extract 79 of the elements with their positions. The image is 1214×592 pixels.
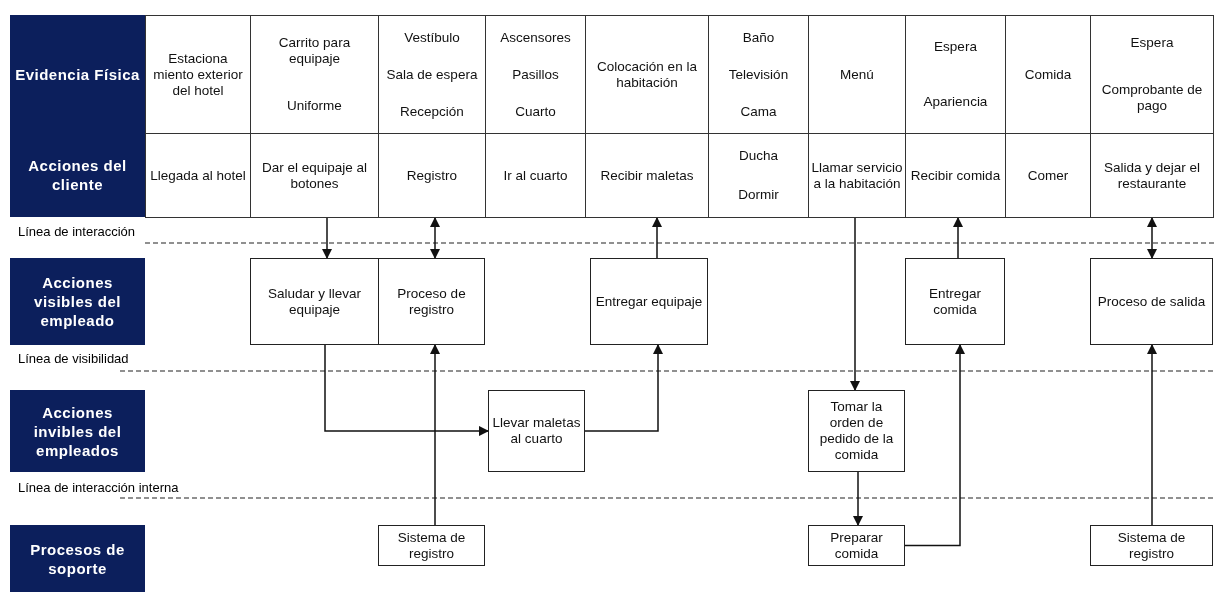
process-box xyxy=(1090,258,1213,345)
arrow xyxy=(952,216,964,259)
line-label: Línea de interacción interna xyxy=(18,480,179,495)
table-cell xyxy=(145,15,251,134)
table-cell xyxy=(1090,133,1214,218)
table-cell xyxy=(1090,15,1214,134)
arrow xyxy=(429,216,441,260)
cell-text: Llegada al hotel xyxy=(150,167,246,184)
process-box xyxy=(488,390,585,472)
cell-text: Pasillos xyxy=(512,66,559,83)
process-text: Proceso de registro xyxy=(396,285,467,318)
cell-text: Salida y dejar el restaurante xyxy=(1102,159,1202,192)
process-text: Tomar la orden de pedido de la comida xyxy=(818,399,895,463)
cell-text: Comer xyxy=(1027,167,1069,184)
process-text: Sistema de registro xyxy=(1116,529,1187,562)
table-cell xyxy=(145,133,251,218)
row-header xyxy=(10,258,145,345)
row-header xyxy=(10,390,145,472)
cell-text: Sala de espera xyxy=(386,66,478,83)
process-box xyxy=(378,525,485,566)
arrow xyxy=(849,217,861,392)
process-text: Entregar equipaje xyxy=(595,293,703,310)
cell-text: Recibir comida xyxy=(910,167,1001,184)
cell-text: Recepción xyxy=(400,103,464,120)
cell-text: Dar el equipaje al botones xyxy=(260,159,369,192)
process-text: Proceso de salida xyxy=(1097,293,1206,310)
row-header-text: Acciones visibles del empleado xyxy=(33,273,122,330)
arrow xyxy=(429,343,441,526)
arrow xyxy=(904,343,966,547)
cell-text: Llamar servicio a la habitación xyxy=(811,159,903,192)
cell-text: Registro xyxy=(406,167,458,184)
process-box xyxy=(905,258,1005,345)
cell-text: Vestíbulo xyxy=(404,29,460,46)
cell-text: Carrito para equipaje xyxy=(277,34,352,67)
row-header-text: Procesos de soporte xyxy=(29,539,126,578)
cell-text: Uniforme xyxy=(287,98,342,115)
cell-text: Recibir maletas xyxy=(600,167,694,184)
cell-text: Ascensores xyxy=(500,29,571,46)
row-header xyxy=(10,133,145,217)
arrow xyxy=(321,217,333,260)
row-header xyxy=(10,15,145,133)
row-header-text: Acciones del cliente xyxy=(27,156,128,194)
process-box xyxy=(250,258,379,345)
process-box xyxy=(808,390,905,472)
process-text: Sistema de registro xyxy=(396,529,467,562)
line-label: Línea de visibilidad xyxy=(18,351,129,366)
arrow xyxy=(1146,343,1158,526)
cell-text: Estaciona miento exterior del hotel xyxy=(152,50,244,99)
cell-text: Televisión xyxy=(728,66,789,83)
process-box xyxy=(1090,525,1213,566)
cell-text: Colocación en la habitación xyxy=(596,58,698,91)
cell-text: Espera xyxy=(934,38,977,55)
cell-text: Dormir xyxy=(738,186,779,203)
process-text: Entregar comida xyxy=(928,285,982,318)
process-text: Saludar y llevar equipaje xyxy=(266,285,362,318)
cell-text: Comprobante de pago xyxy=(1100,82,1204,115)
arrow xyxy=(651,216,663,259)
process-box xyxy=(378,258,485,345)
cell-text: Menú xyxy=(840,66,874,83)
process-text: Llevar maletas al cuarto xyxy=(492,415,581,447)
arrow xyxy=(324,344,490,437)
cell-text: Baño xyxy=(742,29,775,46)
cell-text: Cuarto xyxy=(515,103,556,120)
process-box xyxy=(590,258,708,345)
line-label: Línea de interacción xyxy=(18,224,136,239)
row-header-text: Evidencia Física xyxy=(15,64,140,84)
row-header xyxy=(10,525,145,592)
arrow xyxy=(852,471,864,527)
cell-text: Ir al cuarto xyxy=(503,167,568,184)
cell-text: Cama xyxy=(740,103,777,120)
process-box xyxy=(808,525,905,566)
arrow xyxy=(584,343,664,432)
process-text: Preparar comida xyxy=(829,529,884,562)
arrow xyxy=(1146,216,1158,260)
row-header-text: Acciones invibles del empleados xyxy=(32,402,123,460)
cell-text: Ducha xyxy=(739,148,778,165)
cell-text: Comida xyxy=(1024,66,1072,83)
cell-text: Espera xyxy=(1130,34,1174,51)
cell-text: Apariencia xyxy=(923,94,988,111)
